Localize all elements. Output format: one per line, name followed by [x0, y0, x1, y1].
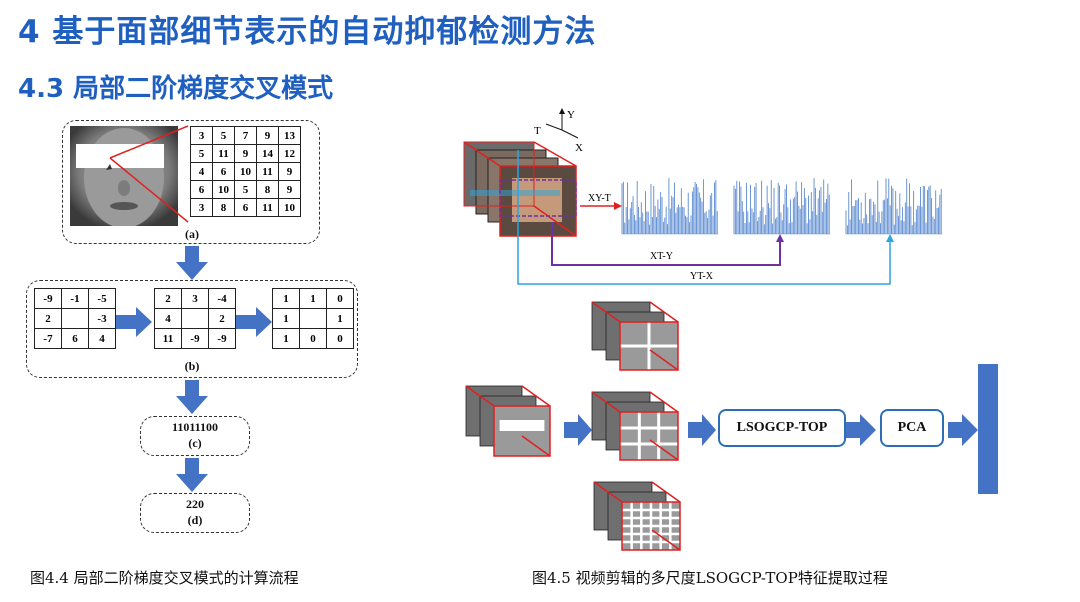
right-arrow-icon — [948, 414, 978, 446]
step-b-box — [26, 280, 358, 378]
decimal-value: 220 — [186, 497, 204, 511]
histogram-ytx — [845, 178, 942, 235]
label-d: (d) — [187, 513, 203, 527]
step-a-box — [62, 120, 320, 244]
face-image — [70, 126, 178, 226]
grid-cell: 11 — [154, 328, 182, 349]
down-arrow-icon — [176, 458, 208, 492]
axis-x-label: X — [575, 142, 583, 154]
grid-cell: 0 — [299, 328, 327, 349]
label-c: (c) — [188, 436, 202, 450]
caption-fig-4-4: 图4.4 局部二阶梯度交叉模式的计算流程 — [30, 569, 299, 587]
right-arrow-icon — [846, 414, 876, 446]
multiscale-cubes — [465, 301, 681, 551]
histogram-xyt — [621, 178, 718, 235]
label-a: (a) — [185, 227, 199, 241]
plane-ytx-label: YT-X — [690, 271, 714, 282]
lsogcp-top-box: LSOGCP-TOP — [718, 409, 846, 447]
step-d-box — [140, 493, 250, 533]
right-arrow-icon — [564, 414, 592, 446]
video-cube — [463, 141, 577, 237]
grid-cell: -4 — [208, 288, 236, 309]
binary-code: 11011100 — [171, 420, 218, 434]
step-c-box — [140, 416, 250, 456]
feature-vector-bar — [978, 364, 998, 494]
axis-t-label: T — [534, 125, 541, 137]
plane-xyt-label: XY-T — [588, 193, 611, 204]
plane-xty-label: XT-Y — [650, 251, 673, 262]
label-b: (b) — [184, 359, 200, 373]
axes-icon — [545, 108, 579, 139]
caption-fig-4-5: 图4.5 视频剪辑的多尺度LSOGCP-TOP特征提取过程 — [532, 569, 888, 587]
section-subtitle: 4.3 局部二阶梯度交叉模式 — [18, 74, 334, 104]
right-arrow-icon — [688, 414, 716, 446]
grid-cell: 4 — [88, 328, 116, 349]
right-arrow-icon — [116, 307, 152, 337]
axis-y-label: Y — [567, 109, 575, 121]
grid-cell: 10 — [278, 198, 301, 217]
grid-cell: -9 — [208, 328, 236, 349]
histogram-xty — [733, 178, 830, 235]
pca-box: PCA — [880, 409, 944, 447]
grid-cell: 0 — [326, 328, 354, 349]
down-arrow-icon — [176, 246, 208, 280]
page-title: 4 基于面部细节表示的自动抑郁检测方法 — [18, 14, 597, 50]
down-arrow-icon — [176, 380, 208, 414]
right-arrow-icon — [236, 307, 272, 337]
